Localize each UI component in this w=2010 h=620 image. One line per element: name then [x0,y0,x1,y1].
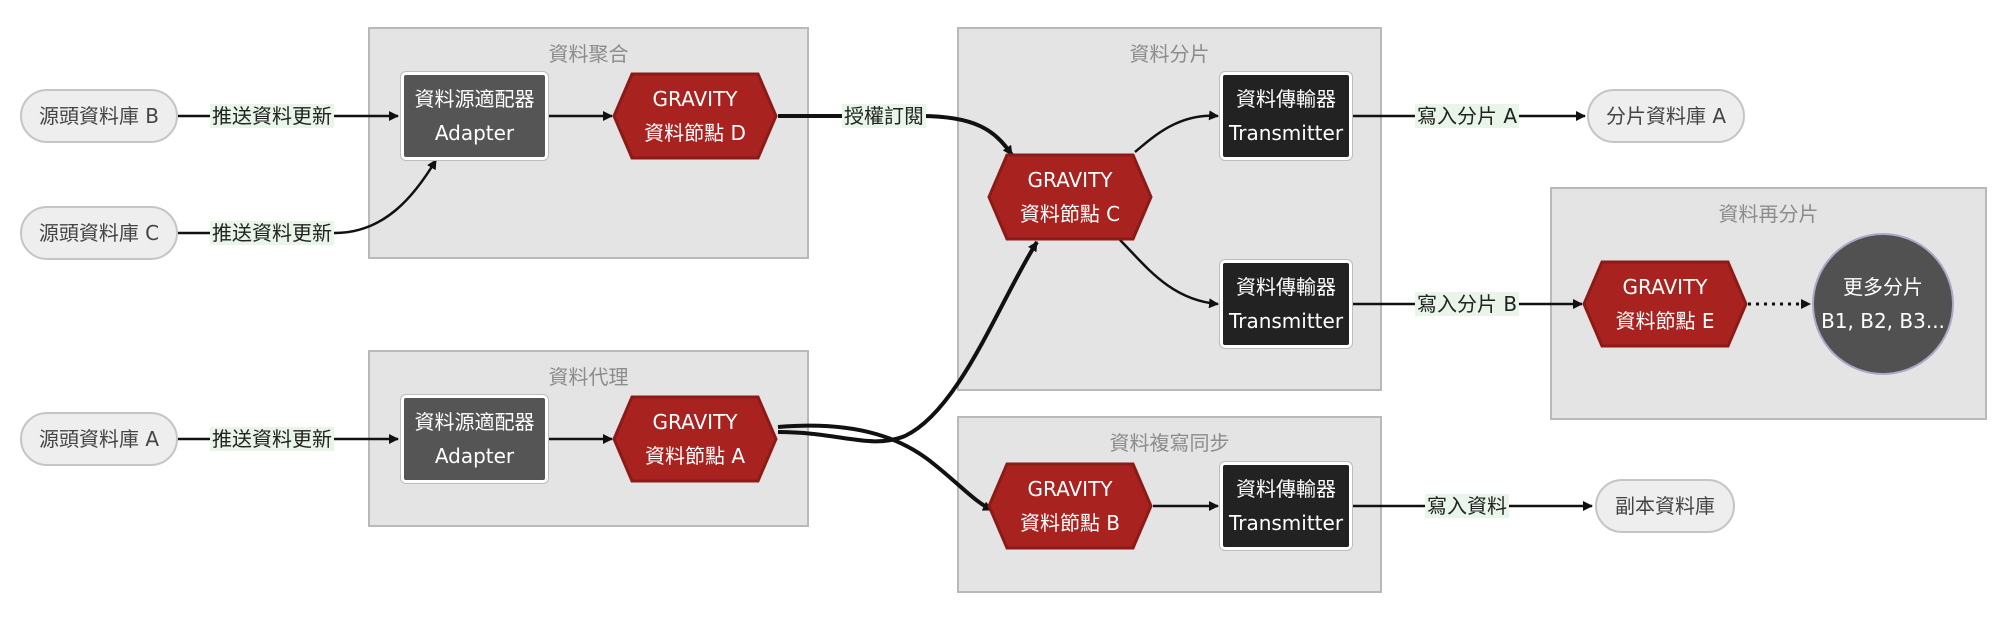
adapter-proxy[interactable]: 資料源適配器 Adapter [401,395,548,483]
transmitter-shard-a-subtitle: Transmitter [1228,121,1344,145]
edge-label-write-data: 寫入資料 [1425,494,1509,518]
cluster-title-replication: 資料複寫同步 [1109,431,1230,455]
transmitter-shard-b[interactable]: 資料傳輸器 Transmitter [1220,260,1352,348]
hexagon-shape [1582,260,1748,348]
hexagon-shape [612,72,778,160]
gravity-node-e-subtitle: 資料節點 E [1615,309,1715,333]
gravity-node-d-subtitle: 資料節點 D [644,121,746,145]
edge-label-push-a: 推送資料更新 [210,427,334,451]
gravity-node-b-title: GRAVITY [1027,477,1113,501]
gravity-node-d-title: GRAVITY [652,87,738,111]
transmitter-shard-a[interactable]: 資料傳輸器 Transmitter [1220,72,1352,160]
hexagon-shape [612,395,778,483]
more-shards-node[interactable]: 更多分片 B1, B2, B3... [1812,233,1954,375]
gravity-node-e-title: GRAVITY [1622,275,1708,299]
edge-label-push-c: 推送資料更新 [210,221,334,245]
source-db-b[interactable]: 源頭資料庫 B [20,89,178,143]
adapter-aggregation[interactable]: 資料源適配器 Adapter [401,72,548,160]
source-db-b-label: 源頭資料庫 B [38,104,160,128]
edge-gravity-a-to-gravity-c [777,240,1039,444]
edge-label-write-shard-a: 寫入分片 A [1414,104,1520,128]
gravity-node-c-title: GRAVITY [1027,168,1113,192]
edge-gravity-a-to-gravity-b [777,423,993,512]
gravity-node-e[interactable]: GRAVITY 資料節點 E [1582,260,1748,348]
gravity-node-c[interactable]: GRAVITY 資料節點 C [987,153,1153,241]
gravity-node-b[interactable]: GRAVITY 資料節點 B [987,462,1153,550]
cluster-title-resharding: 資料再分片 [1718,202,1819,226]
transmitter-replica-title: 資料傳輸器 [1236,477,1336,501]
edge-gravity-c-to-transmitter-2 [1119,239,1219,309]
transmitter-shard-b-title: 資料傳輸器 [1236,275,1336,299]
adapter-aggregation-subtitle: Adapter [434,121,515,145]
source-db-c-label: 源頭資料庫 C [38,221,160,245]
source-db-a-label: 源頭資料庫 A [38,427,160,451]
cluster-title-aggregation: 資料聚合 [548,42,629,66]
edge-label-write-shard-b: 寫入分片 B [1414,292,1520,316]
gravity-node-b-subtitle: 資料節點 B [1019,511,1121,535]
shard-db-a-label: 分片資料庫 A [1605,104,1727,128]
hexagon-shape [987,462,1153,550]
cluster-title-proxy: 資料代理 [548,365,629,389]
edge-label-push-b: 推送資料更新 [210,104,334,128]
edge-source-c-to-adapter [178,159,438,235]
source-db-c[interactable]: 源頭資料庫 C [20,206,178,260]
transmitter-shard-a-title: 資料傳輸器 [1236,87,1336,111]
more-shards-subtitle: B1, B2, B3... [1821,309,1945,333]
cluster-title-sharding: 資料分片 [1129,42,1210,66]
edge-label-subscribe: 授權訂閱 [842,104,926,128]
gravity-node-c-subtitle: 資料節點 C [1019,202,1121,226]
adapter-proxy-title: 資料源適配器 [414,410,535,434]
edge-gravity-c-to-transmitter-1 [1134,110,1219,153]
source-db-a[interactable]: 源頭資料庫 A [20,412,178,466]
gravity-node-d[interactable]: GRAVITY 資料節點 D [612,72,778,160]
more-shards-title: 更多分片 [1843,275,1923,299]
gravity-node-a-title: GRAVITY [652,410,738,434]
gravity-node-a-subtitle: 資料節點 A [644,444,746,468]
transmitter-replica[interactable]: 資料傳輸器 Transmitter [1220,462,1352,550]
transmitter-replica-subtitle: Transmitter [1228,511,1344,535]
adapter-proxy-subtitle: Adapter [434,444,515,468]
hexagon-shape [987,153,1153,241]
transmitter-shard-b-subtitle: Transmitter [1228,309,1344,333]
replica-db-label: 副本資料庫 [1615,494,1715,518]
replica-db[interactable]: 副本資料庫 [1595,479,1735,533]
adapter-aggregation-title: 資料源適配器 [414,87,535,111]
gravity-node-a[interactable]: GRAVITY 資料節點 A [612,395,778,483]
shard-db-a[interactable]: 分片資料庫 A [1587,89,1745,143]
